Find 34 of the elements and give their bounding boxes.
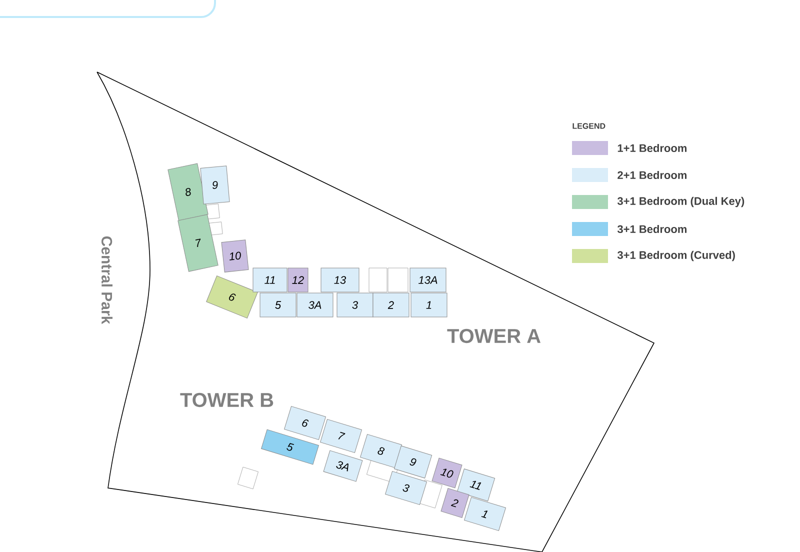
unit-box: 3 <box>385 471 427 505</box>
unit-box: 7 <box>320 419 362 453</box>
unit-box: 11 <box>252 268 288 292</box>
legend-label: 3+1 Bedroom (Dual Key) <box>617 196 744 208</box>
unit-box: 13A <box>410 268 446 292</box>
tower-label: TOWER A <box>447 328 540 344</box>
unit-box: 6 <box>284 406 326 440</box>
unit-box: 3 <box>336 292 374 318</box>
unit-box: 9 <box>200 166 230 204</box>
unit-box: 8 <box>168 163 208 221</box>
unit-box: 6 <box>206 276 258 318</box>
legend-heading: LEGEND <box>572 123 606 129</box>
unit-box: 2 <box>440 488 470 518</box>
unit-box: 5 <box>261 429 319 465</box>
park-label: Central Park <box>102 236 112 324</box>
unit-box: 10 <box>432 458 462 488</box>
unit-box: 9 <box>394 446 432 478</box>
unit-box: 12 <box>288 268 308 292</box>
unit-box: 3A <box>296 292 334 318</box>
tower-label: TOWER B <box>180 392 274 408</box>
legend-label: 2+1 Bedroom <box>618 170 686 180</box>
unit-box: 3A <box>323 450 363 482</box>
unit-box: 2 <box>372 292 410 318</box>
legend-label: 3+1 Bedroom <box>617 224 686 234</box>
unit-box: 10 <box>221 240 249 272</box>
unit-box: 1 <box>410 292 448 318</box>
unit-box: 5 <box>260 292 296 318</box>
unit-box: 13 <box>320 268 360 292</box>
unit-box: 7 <box>178 214 218 272</box>
unit-box: 8 <box>360 434 402 468</box>
unit-box: 1 <box>464 497 506 531</box>
unit-box: 11 <box>456 468 496 502</box>
legend-label: 3+1 Bedroom (Curved) <box>617 250 735 262</box>
legend-label: 1+1 Bedroom <box>618 144 686 152</box>
